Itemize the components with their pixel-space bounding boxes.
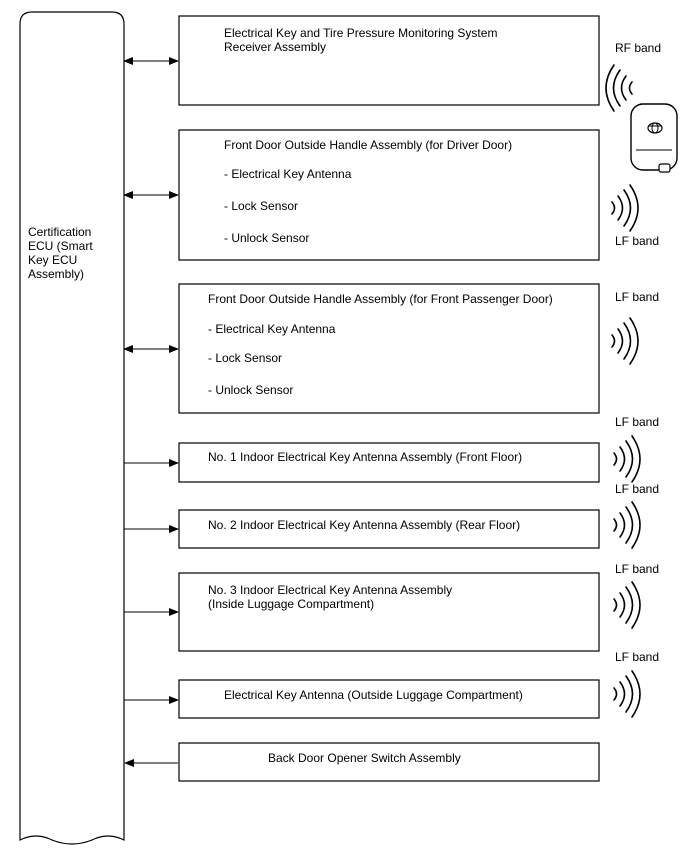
lf-band-label-2: LF band	[615, 290, 659, 304]
receiver-assembly-box: Electrical Key and Tire Pressure Monitor…	[178, 15, 600, 106]
lf-wave-icon-front-floor	[613, 435, 641, 483]
driver-handle-title: Front Door Outside Handle Assembly (for …	[224, 138, 512, 152]
lf-wave-icon-rear-floor	[613, 501, 641, 549]
passenger-door-handle-box: Front Door Outside Handle Assembly (for …	[178, 283, 600, 414]
ecu-label-line-3: Key ECU	[28, 253, 77, 267]
rf-wave-icon	[605, 64, 633, 112]
lf-wave-icon-outside-luggage	[613, 670, 641, 718]
rf-band-label: RF band	[615, 41, 661, 55]
lf-band-label-5: LF band	[615, 562, 659, 576]
driver-handle-antenna: - Electrical Key Antenna	[224, 167, 352, 181]
driver-handle-unlock-sensor: - Unlock Sensor	[224, 231, 309, 245]
ecu-label-line-4: Assembly)	[28, 267, 84, 281]
passenger-handle-antenna: - Electrical Key Antenna	[208, 322, 336, 336]
passenger-handle-lock-sensor: - Lock Sensor	[208, 351, 282, 365]
lf-wave-icon-luggage	[613, 581, 641, 629]
indoor-rear-floor-label: No. 2 Indoor Electrical Key Antenna Asse…	[208, 518, 520, 532]
indoor-front-floor-label: No. 1 Indoor Electrical Key Antenna Asse…	[208, 450, 522, 464]
receiver-line-1: Electrical Key and Tire Pressure Monitor…	[224, 26, 497, 40]
back-door-opener-box: Back Door Opener Switch Assembly	[178, 742, 600, 782]
outside-luggage-antenna-box: Electrical Key Antenna (Outside Luggage …	[178, 679, 600, 719]
ecu-label-line-2: ECU (Smart	[28, 239, 93, 253]
indoor-antenna-front-floor-box: No. 1 Indoor Electrical Key Antenna Asse…	[178, 442, 600, 483]
passenger-handle-title: Front Door Outside Handle Assembly (for …	[208, 292, 553, 306]
indoor-antenna-luggage-box: No. 3 Indoor Electrical Key Antenna Asse…	[178, 572, 600, 652]
ecu-label-line-1: Certification	[28, 225, 91, 239]
driver-door-handle-box: Front Door Outside Handle Assembly (for …	[178, 129, 600, 261]
indoor-luggage-line-1: No. 3 Indoor Electrical Key Antenna Asse…	[208, 583, 452, 597]
back-door-opener-label: Back Door Opener Switch Assembly	[268, 751, 461, 765]
driver-handle-lock-sensor: - Lock Sensor	[224, 199, 298, 213]
certification-ecu: Certification ECU (Smart Key ECU Assembl…	[19, 11, 125, 845]
lf-band-label-1: LF band	[615, 234, 659, 248]
indoor-luggage-line-2: (Inside Luggage Compartment)	[208, 597, 374, 611]
lf-band-label-4: LF band	[615, 482, 659, 496]
receiver-line-2: Receiver Assembly	[224, 40, 326, 54]
lf-wave-icon-driver	[611, 184, 639, 232]
lf-band-label-6: LF band	[615, 650, 659, 664]
smart-key-fob-icon	[630, 103, 678, 173]
passenger-handle-unlock-sensor: - Unlock Sensor	[208, 383, 293, 397]
indoor-antenna-rear-floor-box: No. 2 Indoor Electrical Key Antenna Asse…	[178, 509, 600, 549]
outside-luggage-label: Electrical Key Antenna (Outside Luggage …	[224, 688, 523, 702]
lf-band-label-3: LF band	[615, 415, 659, 429]
lf-wave-icon-passenger	[611, 317, 639, 365]
